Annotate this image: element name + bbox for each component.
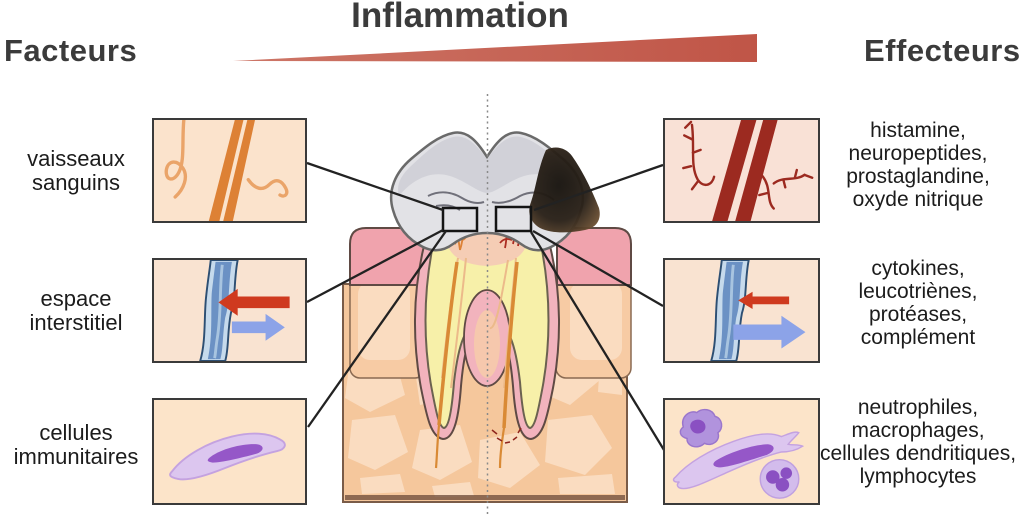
occlusal-surface	[398, 136, 576, 196]
factor-label-vaisseaux-sanguins: vaisseaux sanguins	[0, 147, 152, 195]
label-line: espace	[40, 286, 112, 311]
label-line: lymphocytes	[859, 465, 977, 489]
connector-lines	[306, 161, 665, 451]
immune-cell-resting-icon	[169, 432, 286, 481]
label-line: histamine,	[870, 119, 966, 142]
immune-cells-activated-icon	[672, 408, 805, 499]
periapical-marks	[491, 427, 522, 444]
label-line: neuropeptides,	[848, 142, 988, 166]
panel-blood-vessels-inflamed	[663, 118, 820, 223]
pulp-vessels-inflamed	[499, 211, 523, 249]
gingiva	[349, 227, 632, 286]
arrow-out-blue-large	[733, 315, 806, 349]
label-line: cytokines,	[871, 257, 965, 280]
factor-label-espace-interstitiel: espace interstitiel	[0, 287, 152, 335]
bone-side-blocks	[349, 265, 632, 379]
callout-box-left	[441, 206, 479, 233]
tooth	[389, 131, 600, 469]
label-line: complément	[860, 326, 976, 350]
label-line: vaisseaux	[27, 146, 125, 171]
effector-label-mediators: histamine, neuropeptides, prostaglandine…	[812, 119, 1024, 211]
caries-lesion	[529, 147, 600, 233]
callout-boxes	[441, 205, 533, 233]
label-line: cellules	[39, 420, 113, 445]
panel-blood-vessels-normal	[152, 118, 307, 223]
occlusal-fissures	[427, 191, 555, 211]
label-line: leucotriènes,	[858, 280, 978, 304]
root-canal-nerves	[434, 261, 519, 469]
panel-immune-cells-activated	[663, 398, 820, 505]
label-line: prostaglandine,	[846, 165, 990, 189]
arrow-out-blue	[231, 313, 285, 341]
alveolar-bone	[342, 283, 628, 503]
pulp-vessels-normal	[443, 213, 472, 251]
pulp-fibres	[441, 257, 517, 389]
inflammation-gradient-triangle	[233, 34, 757, 62]
factor-label-cellules-immunitaires: cellules immunitaires	[0, 421, 152, 469]
panel-interstitial-normal	[152, 258, 307, 363]
interstitial-space-normal-icon	[199, 260, 290, 361]
label-line: interstitiel	[29, 309, 123, 335]
arrow-in-red-small	[738, 291, 790, 310]
periodontal-ligament	[413, 236, 561, 441]
pulp-chamber	[444, 207, 530, 266]
label-line: cellules dendritiques,	[819, 442, 1017, 466]
blood-vessels-inflamed-icon	[682, 120, 814, 221]
enamel	[389, 131, 585, 252]
label-line: immunitaires	[13, 443, 139, 469]
label-line: oxyde nitrique	[852, 188, 984, 212]
effector-label-cytokines: cytokines, leucotriènes, protéases, comp…	[812, 257, 1024, 349]
effector-label-immune-cells: neutrophiles, macrophages, cellules dend…	[812, 396, 1024, 488]
label-line: macrophages,	[851, 419, 985, 443]
callout-box-right	[494, 205, 533, 233]
interstitial-space-inflamed-icon	[710, 260, 806, 361]
furcation	[463, 289, 511, 387]
label-line: sanguins	[31, 169, 121, 195]
panel-interstitial-inflamed	[663, 258, 820, 363]
panel-immune-cell-resting	[152, 398, 307, 505]
left-header: Facteurs	[4, 33, 138, 68]
dentin	[402, 172, 572, 430]
arrow-in-red	[218, 288, 290, 316]
blood-vessels-normal-icon	[164, 120, 289, 221]
right-header: Effecteurs	[864, 33, 1021, 68]
label-line: neutrophiles,	[857, 396, 979, 419]
page-title: Inflammation	[351, 0, 569, 35]
label-line: protéases,	[868, 303, 968, 327]
